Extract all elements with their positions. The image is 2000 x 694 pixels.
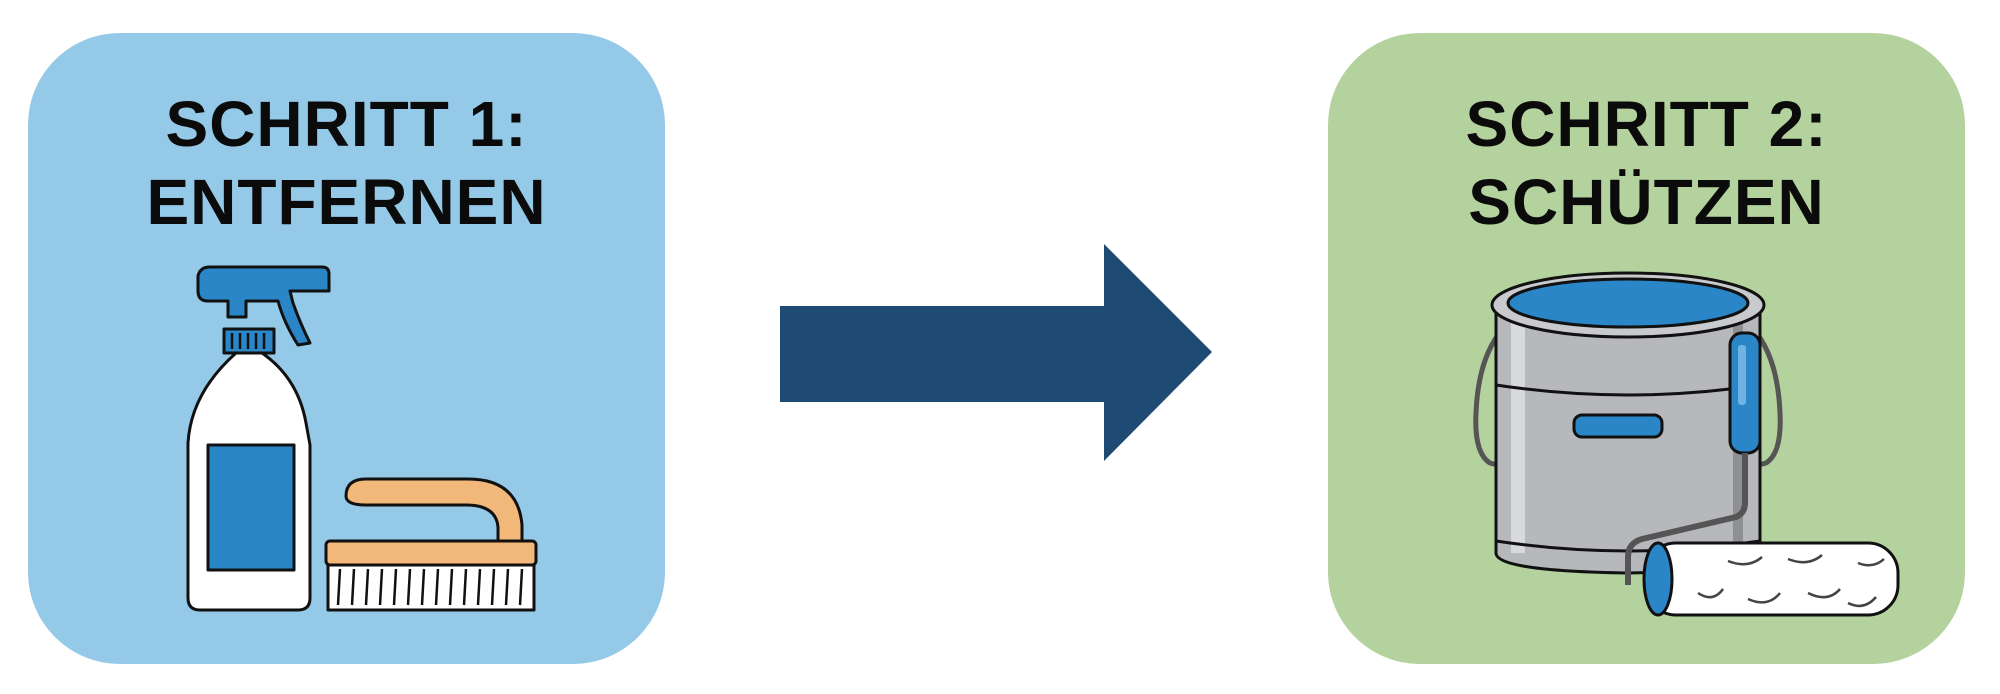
scrub-brush-icon <box>324 477 538 612</box>
paint-roller-icon <box>1625 331 1900 617</box>
step-1-title: SCHRITT 1: ENTFERNEN <box>28 85 665 241</box>
step-2-illustration <box>1473 271 1900 617</box>
step-1-card: SCHRITT 1: ENTFERNEN <box>28 33 665 664</box>
step-2-card: SCHRITT 2: SCHÜTZEN <box>1328 33 1965 664</box>
step-2-title: SCHRITT 2: SCHÜTZEN <box>1328 85 1965 241</box>
step-1-label: SCHRITT 1: <box>165 88 528 160</box>
step-2-action: SCHÜTZEN <box>1468 166 1825 238</box>
step-2-label: SCHRITT 2: <box>1465 88 1828 160</box>
step-1-action: ENTFERNEN <box>146 166 547 238</box>
step-1-illustration <box>186 265 538 612</box>
spray-bottle-icon <box>186 265 331 612</box>
